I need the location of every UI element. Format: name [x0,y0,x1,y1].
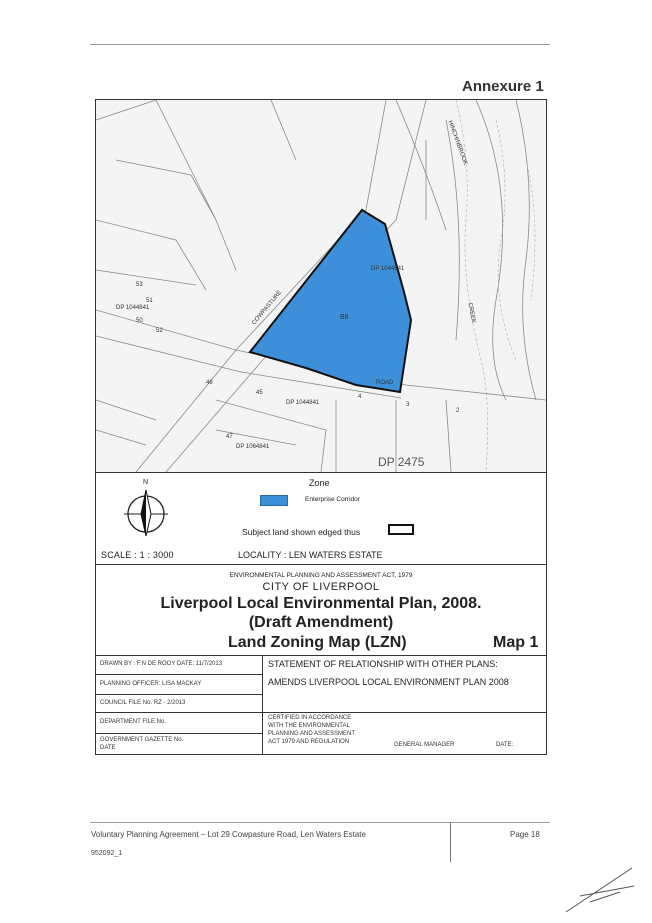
row-rule-2 [96,694,262,695]
department-file: DEPARTMENT FILE No. [100,719,167,725]
north-label: N [143,479,149,486]
lot-number-51: 51 [146,298,153,304]
lot-number-3: 3 [406,402,410,408]
act-line: ENVIRONMENTAL PLANNING AND ASSESSMENT AC… [229,572,413,579]
drawn-by: DRAWN BY : F.N DE ROOY DATE: 11/7/2013 [100,661,223,667]
north-arrow-icon [124,489,168,537]
city-name: CITY OF LIVERPOOL [262,581,380,593]
map-bottom-rule [96,472,546,473]
certified-line-3: PLANNING AND ASSESSMENT [268,731,356,737]
lot-number-52: 52 [156,328,163,334]
road-label-road: ROAD [376,380,394,386]
legend-zone-title: Zone [309,478,330,488]
top-rule [90,44,550,45]
general-manager-date: DATE: [496,742,514,748]
map-drawing [96,100,546,472]
subject-land-b6-polygon [248,208,413,394]
map-sheet-frame [95,99,547,755]
lot-number-47: 47 [226,434,233,440]
zoning-map: B6 DP 1044841 DP 1044841 DP 1044841 DP 1… [96,100,546,472]
amends-line: AMENDS LIVERPOOL LOCAL ENVIRONMENT PLAN … [268,677,509,687]
footer-page-number: Page 18 [510,830,540,839]
map-name: Land Zoning Map (LZN) [228,634,407,651]
dp-label-4: DP 1064841 [236,444,270,450]
gazette-number: GOVERNMENT GAZETTE No. [100,737,184,743]
lot-number-2: 2 [456,408,460,414]
statement-heading: STATEMENT OF RELATIONSHIP WITH OTHER PLA… [268,659,498,669]
legend-bottom-rule [96,564,546,565]
plan-title: Liverpool Local Environmental Plan, 2008… [160,595,482,612]
footer-rule [90,822,550,823]
annexure-heading: Annexure 1 [462,78,544,95]
dp-label-5: DP 2475 [378,455,425,469]
dp-label-3: DP 1044841 [116,305,150,311]
signature-mark [565,867,635,913]
footer-divider [450,822,451,862]
row-rule-1 [96,674,262,675]
draft-amendment: (Draft Amendment) [248,614,394,631]
certified-line-2: WITH THE ENVIRONMENTAL [268,723,350,729]
zone-code-label: B6 [340,314,349,321]
creek-lines [455,100,536,472]
gazette-date: DATE [100,745,116,751]
certified-line-4: ACT 1979 AND REGULATION [268,739,350,745]
map-scale: SCALE : 1 : 3000 [101,550,174,560]
lot-number-45: 45 [256,390,263,396]
cadastral-lines [96,100,546,472]
row-rule-4 [96,733,262,734]
certified-line-1: CERTIFIED IN ACCORDANCE [268,715,352,721]
map-locality: LOCALITY : LEN WATERS ESTATE [238,550,383,560]
row-rule-3 [96,712,546,713]
dp-label-2: DP 1044841 [286,400,320,406]
lot-number-50: 50 [136,318,143,324]
council-file: COUNCIL FILE No. RZ - 2/2013 [100,700,186,706]
lot-number-53: 53 [136,282,143,288]
legend-subject-outline [388,524,414,535]
footer-title: Voluntary Planning Agreement – Lot 29 Co… [91,830,366,839]
title-bottom-rule [96,655,546,656]
legend-zone-swatch [260,495,288,506]
dp-label-1: DP 1044841 [371,266,405,272]
legend-subject-text: Subject land shown edged thus [242,527,361,537]
map-number: Map 1 [493,634,539,651]
general-manager: GENERAL MANAGER [394,742,455,748]
lot-number-4: 4 [358,394,362,400]
title-block-divider [262,655,263,755]
planning-officer: PLANNING OFFICER: LISA MACKAY [100,681,202,687]
lot-number-46: 46 [206,380,213,386]
footer-doc-ref: 952092_1 [91,850,123,857]
legend-zone-name: Enterprise Corridor [305,496,360,503]
